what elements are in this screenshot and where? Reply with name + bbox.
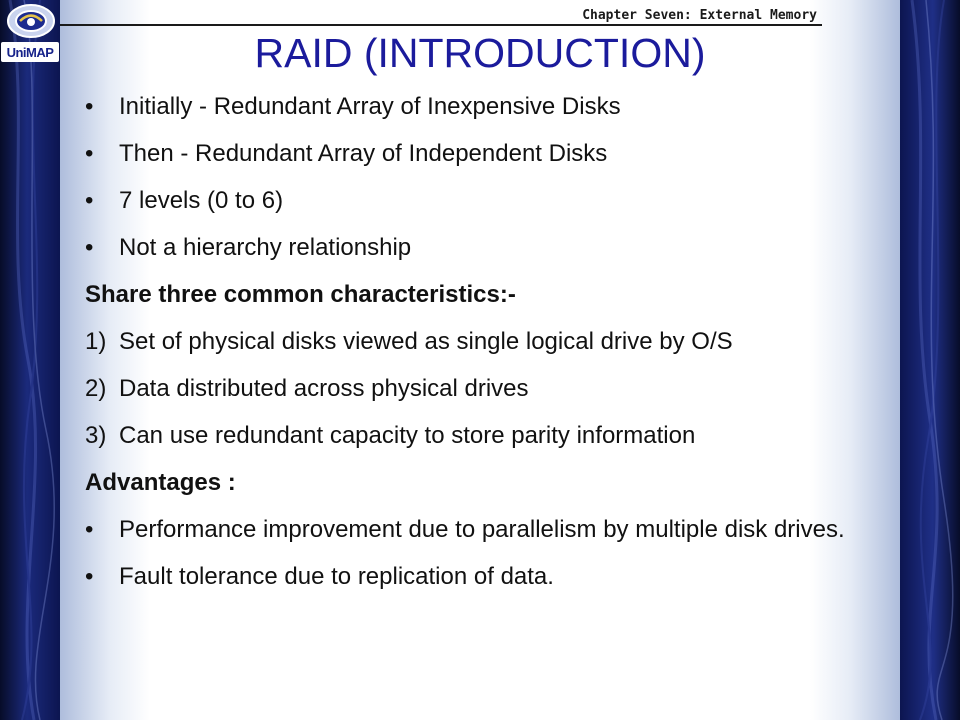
slide-body: • Initially - Redundant Array of Inexpen… <box>85 88 885 591</box>
bullet-item: • Performance improvement due to paralle… <box>85 515 885 544</box>
university-logo: UniMAP <box>0 0 60 66</box>
bullet-item: • 7 levels (0 to 6) <box>85 186 885 215</box>
item-text: Data distributed across physical drives <box>119 375 529 402</box>
bullet-text: Not a hierarchy relationship <box>119 234 412 261</box>
bullet-mark: • <box>85 516 94 543</box>
logo-emblem-icon <box>7 4 55 38</box>
bullet-text: Initially - Redundant Array of Inexpensi… <box>119 93 621 120</box>
bullet-mark: • <box>85 234 94 261</box>
logo-text: UniMAP <box>1 42 59 62</box>
bullet-mark: • <box>85 563 94 590</box>
item-number: 3) <box>85 422 107 449</box>
left-border-band <box>0 0 60 720</box>
bullet-item: • Initially - Redundant Array of Inexpen… <box>85 92 885 121</box>
characteristics-heading: Share three common characteristics:- <box>85 281 516 308</box>
bullet-text: 7 levels (0 to 6) <box>119 187 284 214</box>
bullet-item: • Then - Redundant Array of Independent … <box>85 139 885 168</box>
right-border-texture <box>910 0 954 720</box>
bullet-item: • Not a hierarchy relationship <box>85 233 885 262</box>
left-border-fade <box>60 0 150 720</box>
numbered-item: 3) Can use redundant capacity to store p… <box>85 421 885 450</box>
numbered-item: 2) Data distributed across physical driv… <box>85 374 885 403</box>
bullet-text: Then - Redundant Array of Independent Di… <box>119 140 608 167</box>
numbered-item: 1) Set of physical disks viewed as singl… <box>85 327 885 356</box>
right-border-fade <box>810 0 900 720</box>
bullet-text: Fault tolerance due to replication of da… <box>119 563 554 590</box>
item-number: 1) <box>85 328 107 355</box>
advantages-heading: Advantages : <box>85 469 236 496</box>
bullet-mark: • <box>85 187 94 214</box>
bullet-mark: • <box>85 93 94 120</box>
bullet-item: • Fault tolerance due to replication of … <box>85 562 885 591</box>
bullet-text: Performance improvement due to paralleli… <box>119 516 845 543</box>
item-number: 2) <box>85 375 107 402</box>
slide-title: RAID (INTRODUCTION) <box>254 30 706 76</box>
left-border-texture <box>8 0 55 720</box>
bullet-mark: • <box>85 140 94 167</box>
header-rule <box>60 24 822 26</box>
item-text: Set of physical disks viewed as single l… <box>119 328 733 355</box>
item-text: Can use redundant capacity to store pari… <box>119 422 696 449</box>
content-background <box>150 0 810 720</box>
right-border-band <box>900 0 960 720</box>
chapter-label: Chapter Seven: External Memory <box>582 8 817 23</box>
